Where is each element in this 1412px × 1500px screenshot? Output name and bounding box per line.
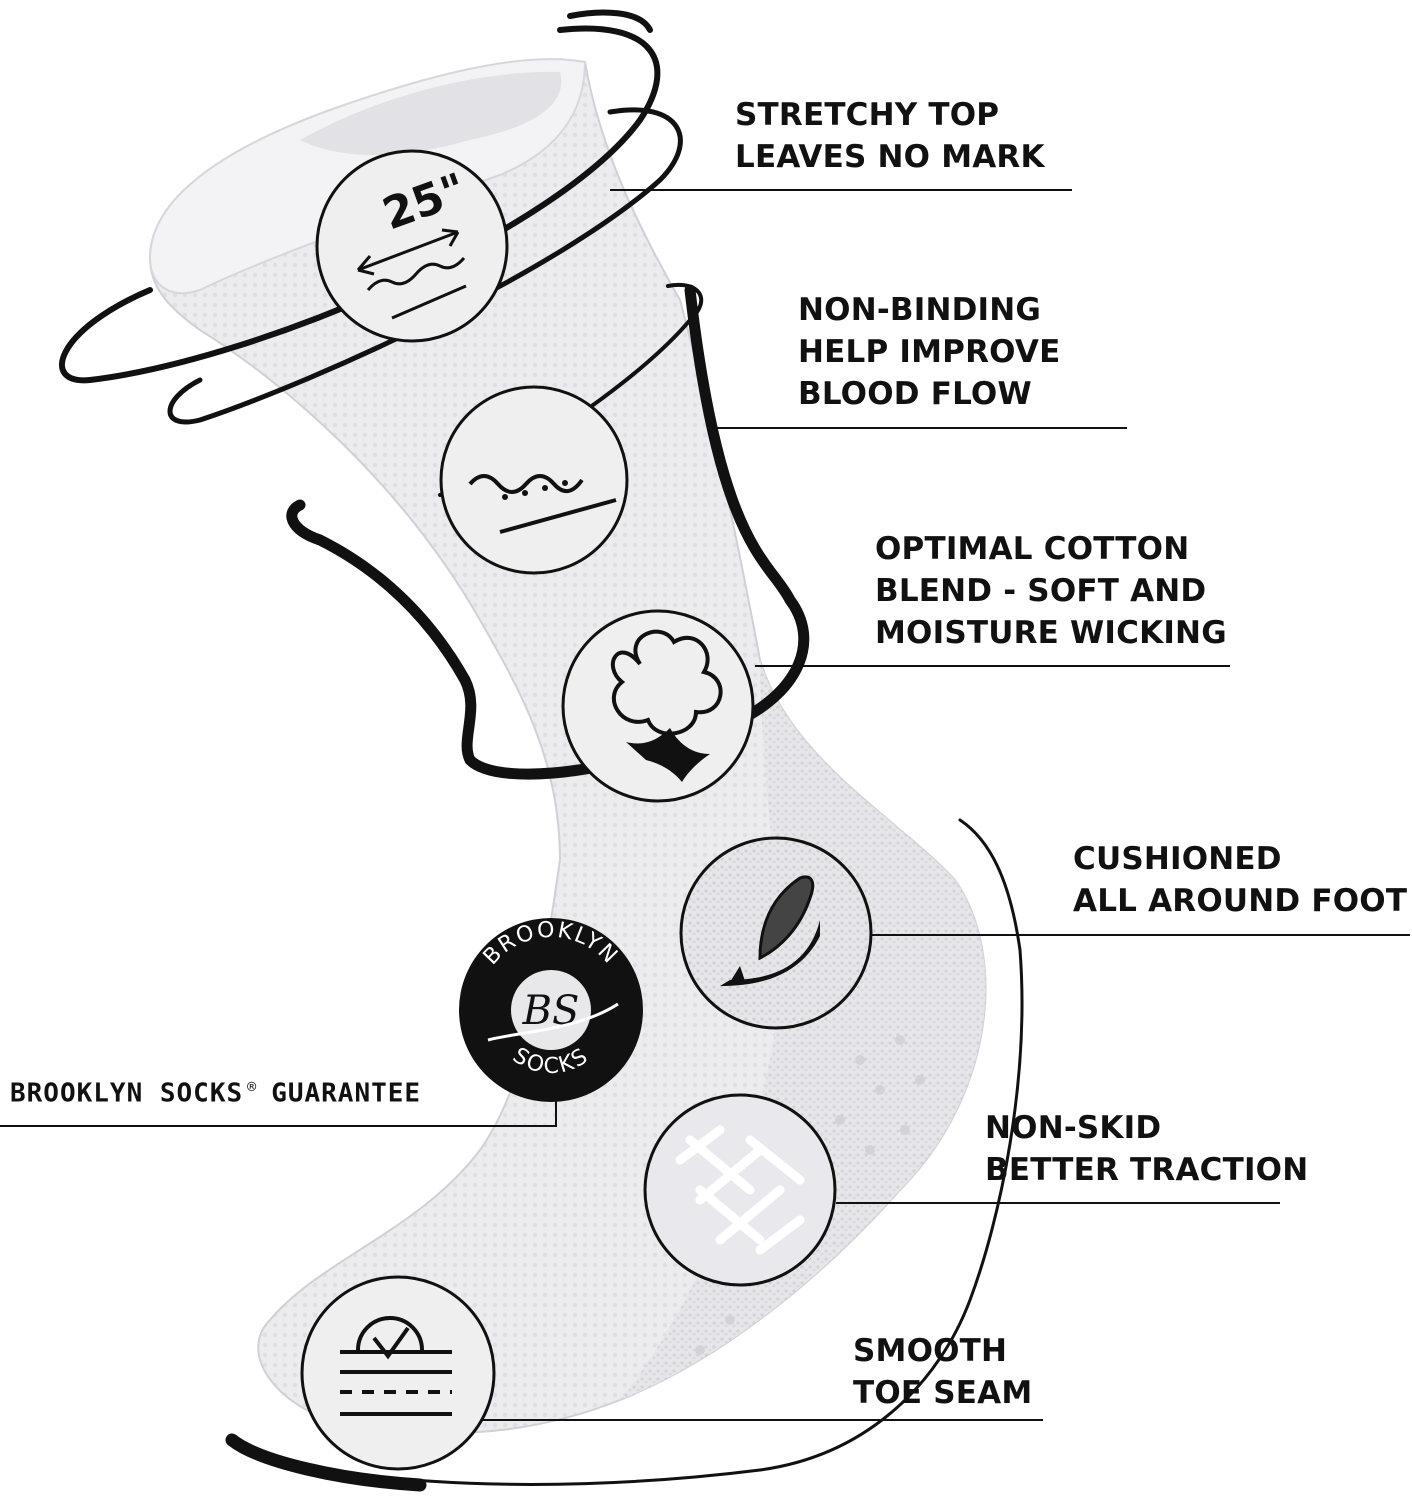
feature-label-cushioned: CUSHIONED ALL AROUND FOOT — [1073, 841, 1408, 919]
stretch-measure-icon: 25" — [315, 149, 509, 343]
guarantee-label: BROOKLYN SOCKS® GUARANTEE — [10, 1078, 421, 1109]
guarantee-word: GUARANTEE — [271, 1078, 422, 1109]
grip-pattern-icon — [643, 1093, 837, 1287]
feature-label-stretchy-top: STRETCHY TOP LEAVES NO MARK — [735, 97, 1045, 175]
guarantee-brand: BROOKLYN SOCKS — [10, 1078, 244, 1109]
checkmark-seam-icon — [300, 1275, 496, 1471]
registered-mark: ® — [247, 1078, 258, 1096]
wave-fabric-icon — [439, 385, 629, 575]
feature-label-non-binding: NON-BINDING HELP IMPROVE BLOOD FLOW — [798, 292, 1061, 412]
feather-icon — [679, 836, 873, 1030]
logo-mono: BS — [522, 988, 580, 1034]
sock-foot-shade — [620, 660, 986, 1400]
feature-label-toe-seam: SMOOTH TOE SEAM — [853, 1333, 1033, 1411]
cotton-flower-icon — [561, 609, 755, 803]
sock-cuff-opening — [300, 71, 562, 155]
brooklyn-socks-logo: BROOKLYN SOCKS BS — [459, 918, 643, 1102]
feature-label-non-skid: NON-SKID BETTER TRACTION — [985, 1110, 1309, 1188]
leader-lines — [0, 189, 1410, 1421]
feature-label-cotton-blend: OPTIMAL COTTON BLEND - SOFT AND MOISTURE… — [875, 531, 1227, 651]
